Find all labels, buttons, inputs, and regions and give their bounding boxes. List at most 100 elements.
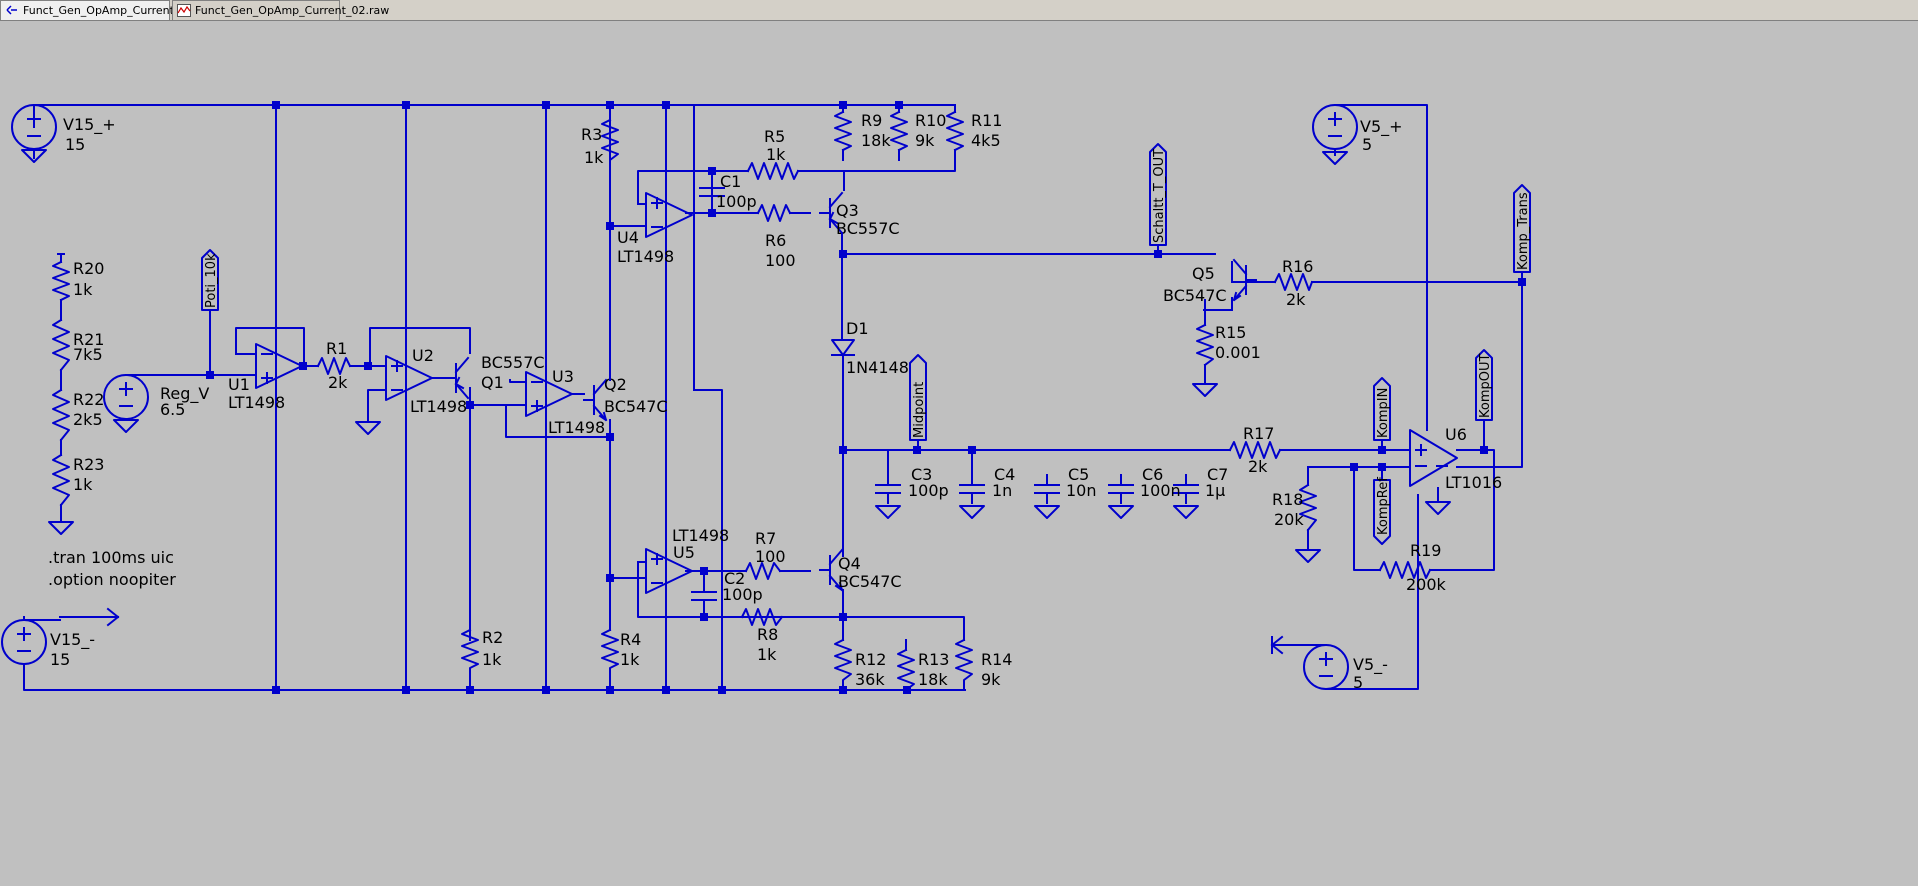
q3-model: BC557C	[836, 219, 900, 238]
capacitor-c6[interactable]	[1108, 474, 1134, 504]
opamp-u1[interactable]	[255, 343, 303, 389]
resistor-r18[interactable]	[1299, 483, 1317, 532]
opamp-u6[interactable]	[1409, 429, 1458, 487]
resistor-r13[interactable]	[897, 648, 915, 692]
resistor-r12[interactable]	[834, 638, 852, 691]
r3-value: 1k	[584, 148, 604, 167]
resistor-r10[interactable]	[890, 110, 908, 152]
net-midpoint-text: Midpoint	[912, 382, 927, 438]
v15-plus-source[interactable]: V15_+ 15	[11, 104, 116, 163]
junction-r18	[1350, 463, 1358, 471]
resistor-r4[interactable]	[601, 628, 619, 691]
r5-value: 1k	[766, 145, 786, 164]
capacitor-c4[interactable]	[959, 474, 985, 504]
r6-value: 100	[765, 251, 796, 270]
resistor-r20[interactable]	[52, 260, 70, 302]
r16-name: R16	[1282, 257, 1313, 276]
tab-waveform[interactable]: Funct_Gen_OpAmp_Current_02.raw	[172, 0, 389, 20]
schematic-canvas[interactable]: V15_+ 15 V15_- 15 R20 1k R21 7k5 R22 2k5…	[0, 21, 1918, 886]
directive-option[interactable]: .option noopiter	[48, 570, 176, 589]
resistor-r21[interactable]	[52, 318, 70, 372]
net-label-komp-ref[interactable]: KompRef	[1373, 477, 1391, 545]
r2-name: R2	[482, 628, 503, 647]
resistor-r5[interactable]	[746, 162, 800, 180]
resistor-r22[interactable]	[52, 388, 70, 442]
q5-name: Q5	[1192, 264, 1215, 283]
u4-model: LT1498	[617, 247, 674, 266]
r15-value: 0.001	[1215, 343, 1261, 362]
transistor-q1[interactable]	[445, 357, 469, 399]
resistor-r1[interactable]	[316, 357, 352, 375]
net-label-midpoint[interactable]: Midpoint	[909, 354, 927, 451]
r17-name: R17	[1243, 424, 1274, 443]
c5-value: 10n	[1066, 481, 1097, 500]
r5-name: R5	[764, 127, 785, 146]
transistor-q5[interactable]	[1233, 259, 1257, 301]
v5-minus-name: V5_-	[1353, 655, 1388, 675]
wire-vcc-rail	[33, 104, 956, 128]
junction-c1-bot	[708, 209, 716, 217]
capacitor-c2[interactable]	[691, 581, 717, 611]
capacitor-c5[interactable]	[1034, 474, 1060, 504]
ground-u2	[355, 421, 381, 435]
r19-name: R19	[1410, 541, 1441, 560]
r17-value: 2k	[1248, 457, 1268, 476]
v5-plus-source[interactable]: V5_+ 5	[1312, 104, 1428, 431]
directive-tran[interactable]: .tran 100ms uic	[48, 548, 174, 567]
resistor-r11[interactable]	[946, 110, 964, 152]
u4-name: U4	[617, 228, 639, 247]
net-label-komp-in[interactable]: KompIN	[1373, 377, 1391, 441]
r23-name: R23	[73, 455, 104, 474]
net-label-komp-out[interactable]: KompOUT	[1475, 349, 1493, 451]
wire-u5	[609, 549, 965, 651]
r8-value: 1k	[757, 645, 777, 664]
resistor-r19[interactable]	[1378, 561, 1432, 579]
wire-u2	[367, 327, 506, 641]
ground-c3	[875, 505, 901, 519]
q4-model: BC547C	[838, 572, 902, 591]
net-label-schalt[interactable]: Schaltt_T_OUT	[1149, 143, 1167, 246]
opamp-u4[interactable]	[645, 192, 693, 238]
r22-name: R22	[73, 390, 104, 409]
r14-value: 9k	[981, 670, 1001, 689]
c2-value: 100p	[722, 585, 763, 604]
q1-model: BC557C	[481, 353, 545, 372]
u5-model: LT1498	[672, 526, 729, 545]
resistor-r7[interactable]	[744, 562, 782, 580]
resistor-r6[interactable]	[756, 204, 792, 222]
c4-name: C4	[994, 465, 1015, 484]
transistor-q2[interactable]	[583, 379, 607, 421]
q2-model: BC547C	[604, 397, 668, 416]
r23-value: 1k	[73, 475, 93, 494]
wire-midpoint	[842, 449, 1401, 476]
resistor-r9[interactable]	[834, 110, 852, 152]
u6-name: U6	[1445, 425, 1467, 444]
r22-value: 2k5	[73, 410, 103, 429]
tab-schematic[interactable]: Funct_Gen_OpAmp_Current_02.asc	[0, 0, 215, 20]
resistor-r3[interactable]	[601, 118, 619, 381]
net-label-poti[interactable]: Poti_10k	[201, 249, 219, 311]
resistor-r2[interactable]	[461, 628, 479, 691]
r3-name: R3	[581, 125, 602, 144]
resistor-r14[interactable]	[955, 638, 973, 691]
reg-v-value: 6.5	[160, 400, 185, 419]
resistor-r16[interactable]	[1273, 273, 1314, 291]
ground-r15	[1192, 383, 1218, 397]
resistor-r17[interactable]	[1228, 441, 1282, 459]
u3-model: LT1498	[548, 418, 605, 437]
q2-name: Q2	[604, 375, 627, 394]
resistor-r8[interactable]	[740, 608, 784, 626]
v15-minus-source[interactable]: V15_- 15	[1, 616, 95, 669]
capacitor-c3[interactable]	[875, 474, 901, 504]
v5-minus-source[interactable]: V5_- 5	[1270, 494, 1419, 692]
c6-name: C6	[1142, 465, 1163, 484]
resistor-r15[interactable]	[1196, 323, 1214, 367]
ground-c6	[1108, 505, 1134, 519]
diode-d1[interactable]	[831, 339, 855, 356]
resistor-r23[interactable]	[52, 453, 70, 507]
r2-value: 1k	[482, 650, 502, 669]
reg-v-source[interactable]: Reg_V 6.5	[103, 374, 209, 433]
r10-name: R10	[915, 111, 946, 130]
junction-u1-out	[299, 362, 307, 370]
net-label-komp-trans[interactable]: Komp_Trans	[1513, 184, 1531, 273]
